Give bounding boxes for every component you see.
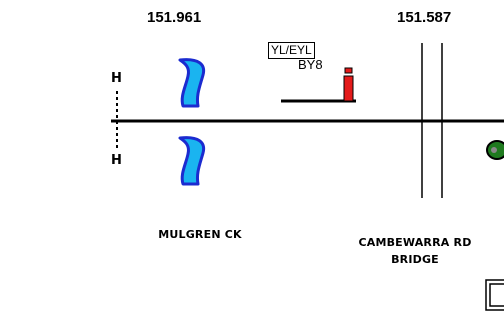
homing-marker-bottom-label: H (111, 153, 122, 168)
bridge-label-line1: CAMBEWARRA RD (358, 236, 472, 249)
partial-box-inner (489, 283, 504, 307)
signal-post-cap (344, 67, 353, 74)
bridge-label-line2: BRIDGE (391, 253, 439, 266)
creek-symbol-upper (178, 58, 206, 108)
kilometrage-left: 151.961 (147, 9, 202, 26)
signal-post (343, 75, 354, 102)
signal-name: BY8 (298, 57, 323, 72)
partial-box-edge (485, 279, 504, 311)
kilometrage-right: 151.587 (397, 9, 452, 26)
homing-marker-top-label: H (111, 71, 122, 86)
signal-head-lamp (491, 147, 497, 153)
creek-location-label: MULGREN CK (158, 228, 242, 241)
creek-symbol-lower (178, 136, 206, 186)
bridge-location-label: CAMBEWARRA RD BRIDGE (352, 234, 478, 268)
signal-aspect-box: YL/EYL (268, 42, 315, 59)
